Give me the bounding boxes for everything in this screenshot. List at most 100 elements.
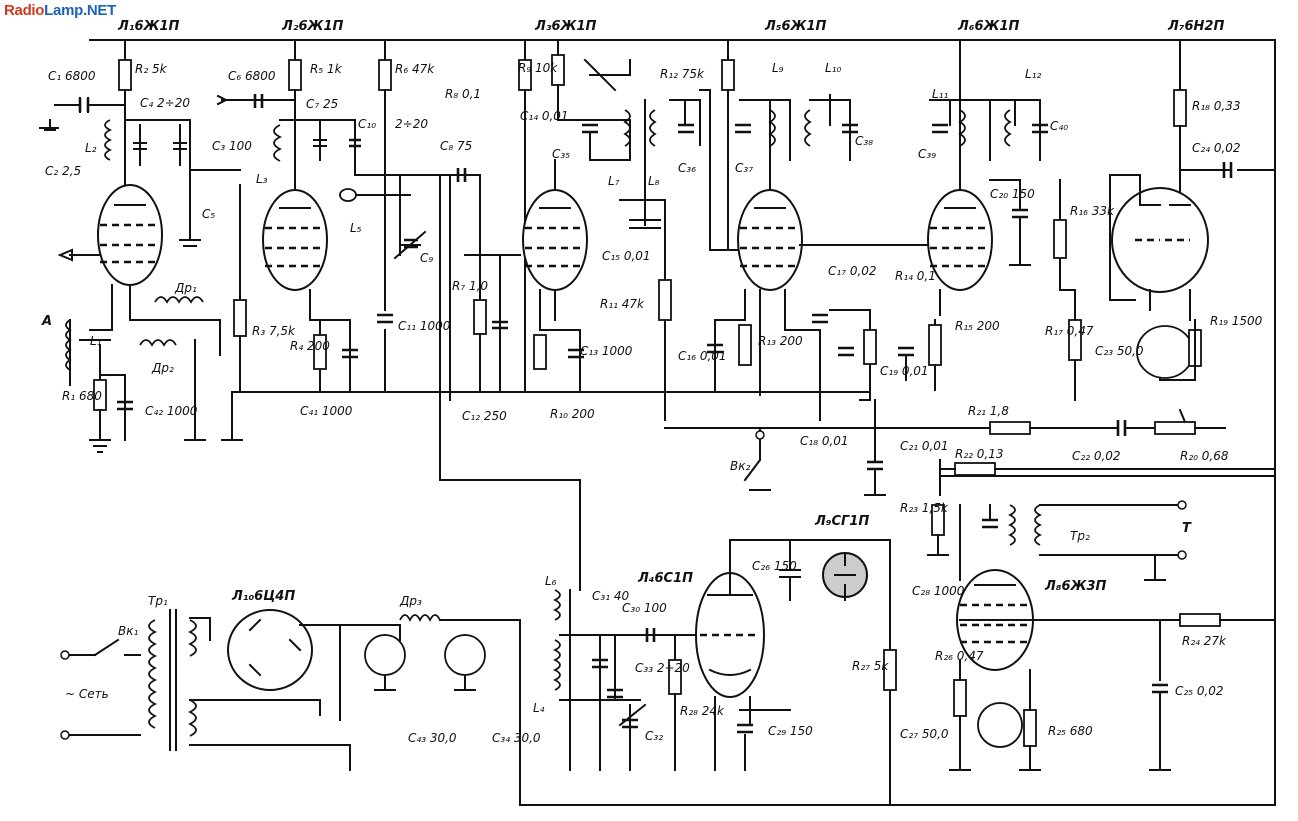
label-R18: R₁₈ 0,33 <box>1192 99 1241 113</box>
label-L3: L₃ <box>256 172 268 186</box>
label-C2: C₂ 2,5 <box>45 164 81 178</box>
label-C36: C₃₆ <box>678 161 696 175</box>
label-R2: R₂ 5k <box>135 62 168 76</box>
component-labels: Л₁6Ж1П Л₂6Ж1П Л₃6Ж1П Л₅6Ж1П Л₆6Ж1П Л₇6Н2… <box>41 19 1263 745</box>
label-R13: R₁₃ 200 <box>758 334 803 348</box>
label-R14: R₁₄ 0,1 <box>895 269 936 283</box>
label-R23: R₂₃ 1,5k <box>900 501 949 515</box>
label-R6: R₆ 47k <box>395 62 435 76</box>
label-Bk2: Вк₂ <box>730 459 750 473</box>
output-stage <box>927 408 1276 771</box>
power-supply <box>60 609 521 771</box>
tube-L3 <box>522 189 588 291</box>
watermark-part-2: Lamp.NET <box>44 2 116 19</box>
label-R1: R₁ 680 <box>62 389 102 403</box>
label-C16: C₁₆ 0,01 <box>678 349 727 363</box>
label-C19: C₁₉ 0,01 <box>880 364 929 378</box>
tube-label-L8: Л₈6Ж3П <box>1044 579 1106 594</box>
label-C32: C₃₂ <box>645 729 663 743</box>
label-C34: C₃₄ 30,0 <box>492 731 541 745</box>
oscillator-stage <box>552 539 897 806</box>
label-R26: R₂₆ 0,47 <box>935 649 984 663</box>
label-C30: C₃₀ 100 <box>622 601 667 615</box>
tube-label-L1: Л₁6Ж1П <box>117 19 179 34</box>
label-L2: L₂ <box>85 141 97 155</box>
stage-3 <box>339 39 581 561</box>
label-Tp2: Тр₂ <box>1070 529 1090 543</box>
label-R10: R₁₀ 200 <box>550 407 595 421</box>
stage-4 <box>518 39 761 421</box>
label-C23: C₂₃ 50,0 <box>1095 344 1144 358</box>
label-C33: C₃₃ 2÷20 <box>635 661 690 675</box>
label-R28: R₂₈ 24k <box>680 704 725 718</box>
tube-label-L5: Л₅6Ж1П <box>764 19 826 34</box>
label-R24: R₂₄ 27k <box>1182 634 1227 648</box>
label-C28: C₂₈ 1000 <box>912 584 965 598</box>
stage-5 <box>707 39 961 496</box>
watermark-logo: RadioLamp.NET <box>4 2 116 19</box>
tube-L1 <box>97 184 163 286</box>
label-C24: C₂₄ 0,02 <box>1192 141 1241 155</box>
label-L11: L₁₁ <box>932 87 948 101</box>
label-C5: C₅ <box>202 207 215 221</box>
label-R27: R₂₇ 5k <box>852 659 889 673</box>
label-C22: C₂₂ 0,02 <box>1072 449 1121 463</box>
label-R21: R₂₁ 1,8 <box>968 404 1009 418</box>
label-C11: C₁₁ 1000 <box>398 319 451 333</box>
label-C39: C₃₉ <box>918 147 936 161</box>
label-R25: R₂₅ 680 <box>1048 724 1093 738</box>
label-C15: C₁₅ 0,01 <box>602 249 651 263</box>
label-C37: C₃₇ <box>735 161 753 175</box>
label-L5: L₅ <box>350 221 362 235</box>
tube-label-L3: Л₃6Ж1П <box>534 19 596 34</box>
label-mains: ~ Сеть <box>65 687 109 701</box>
label-C43: C₄₃ 30,0 <box>408 731 457 745</box>
label-R22: R₂₂ 0,13 <box>955 447 1004 461</box>
label-Dr1: Др₁ <box>174 281 197 295</box>
tube-L6 <box>927 189 993 291</box>
stage-2 <box>216 39 361 441</box>
watermark-part-1: Radio <box>4 2 45 19</box>
label-Cvar: 2÷20 <box>395 117 428 131</box>
label-C18: C₁₈ 0,01 <box>800 434 849 448</box>
tube-label-L7: Л₇6Н2П <box>1167 19 1224 34</box>
label-L1: L₁ <box>90 334 102 348</box>
label-R19: R₁₉ 1500 <box>1210 314 1263 328</box>
label-C21: C₂₁ 0,01 <box>900 439 949 453</box>
label-R20: R₂₀ 0,68 <box>1180 449 1229 463</box>
tube-L2 <box>262 189 328 291</box>
label-Tp1: Тр₁ <box>148 594 168 608</box>
label-C27: C₂₇ 50,0 <box>900 727 949 741</box>
tube-label-L6: Л₆6Ж1П <box>957 19 1019 34</box>
label-C9: C₉ <box>420 251 433 265</box>
label-C26: C₂₆ 150 <box>752 559 797 573</box>
label-T: Т <box>1182 521 1192 536</box>
stage-7 <box>1109 39 1276 381</box>
label-C35: C₃₅ <box>552 147 570 161</box>
label-L7: L₇ <box>608 174 620 188</box>
stage-1 <box>39 39 241 453</box>
tube-label-L2: Л₂6Ж1П <box>281 19 343 34</box>
label-C38: C₃₈ <box>855 134 873 148</box>
tube-label-L9: Л₉СГ1П <box>814 514 869 529</box>
bus-wires <box>89 39 1276 806</box>
label-L10: L₁₀ <box>825 61 841 75</box>
label-C3: C₃ 100 <box>212 139 252 153</box>
label-C13: C₁₃ 1000 <box>580 344 633 358</box>
label-R8: R₈ 0,1 <box>445 87 481 101</box>
label-R12: R₁₂ 75k <box>660 67 705 81</box>
label-Bk1: Вк₁ <box>118 624 138 638</box>
stage-6 <box>898 39 1082 401</box>
label-C7: C₇ 25 <box>306 97 338 111</box>
label-C1: C₁ 6800 <box>48 69 96 83</box>
label-C25: C₂₅ 0,02 <box>1175 684 1224 698</box>
label-C31: C₃₁ 40 <box>592 589 629 603</box>
tube-label-L4: Л₄6С1П <box>637 571 693 586</box>
label-C41: C₄₁ 1000 <box>300 404 353 418</box>
label-L12: L₁₂ <box>1025 67 1041 81</box>
label-R3: R₃ 7,5k <box>252 324 296 338</box>
label-L4: L₄ <box>533 701 545 715</box>
label-C4: C₄ 2÷20 <box>140 96 190 110</box>
label-C14: C₁₄ 0,01 <box>520 109 569 123</box>
